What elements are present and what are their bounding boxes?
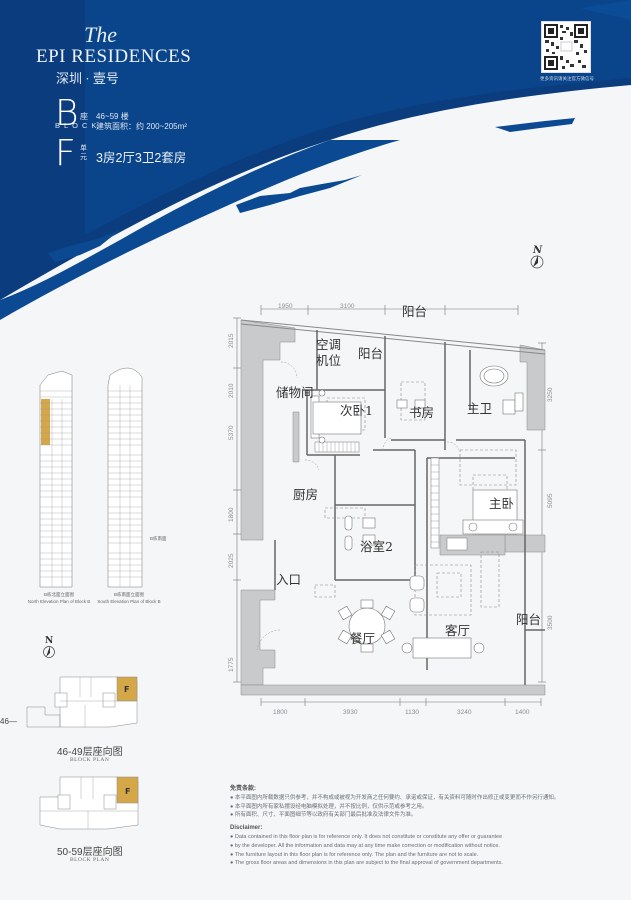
project-subtitle: 深圳 · 壹号 <box>56 71 119 86</box>
block-area: 建筑面积：约 200~205m² <box>96 122 187 131</box>
svg-text:N: N <box>532 245 543 256</box>
room-master-bath: 主卫 <box>467 401 493 416</box>
header-banner <box>0 0 631 320</box>
disclaimer: 免责条款: ● 本平面图内所载数据只供参考，并不构成或被视为开发商之任何要约、承… <box>230 785 610 868</box>
disclaimer-en-item: ● The furniture layout in this floor pla… <box>230 851 479 858</box>
disclaimer-en-head: Disclaimer: <box>230 825 263 832</box>
project-title: EPI RESIDENCES <box>36 46 192 67</box>
svg-text:1400: 1400 <box>515 709 530 716</box>
disclaimer-cn-head: 免责条款: <box>230 786 256 792</box>
svg-text:N: N <box>45 636 53 646</box>
disclaimer-en-item: ● The gross floor areas and dimensions i… <box>230 860 503 867</box>
north-elevation-caption-cn: B栋北面立面图 <box>43 592 74 597</box>
balcony-top-label: 阳台 <box>402 304 428 319</box>
block-plan-title-2: 50-59层座向图 <box>57 847 123 858</box>
block-word: BLOCK <box>55 121 101 130</box>
svg-text:5370: 5370 <box>228 425 235 440</box>
block-plan-subtitle-1: BLOCK PLAN <box>70 757 110 763</box>
disclaimer-cn-item: ● 所有面积、尺寸、平面图细节等以政府有关部门最后批准及法律文件为准。 <box>230 812 417 819</box>
unit-letter: F <box>55 133 76 174</box>
room-master-bedroom: 主卧 <box>489 496 515 511</box>
svg-text:2015: 2015 <box>228 333 235 348</box>
south-elevation-caption-cn: B栋南面立面图 <box>113 592 144 597</box>
svg-text:5095: 5095 <box>547 493 554 508</box>
disclaimer-cn-item: ● 本平面图内所载数据只供参考，并不构成或被视为开发商之任何要约、承诺或保证，有… <box>230 794 560 801</box>
svg-text:2025: 2025 <box>228 553 235 568</box>
floor-marker: 46— <box>0 717 17 726</box>
block-plan-subtitle-2: BLOCK PLAN <box>70 857 110 863</box>
svg-text:F: F <box>124 685 129 694</box>
disclaimer-cn-item: ● 本平面图内所有家私摆设经电脑模拟处理，并不按比例，仅供示范或参考之用。 <box>230 803 428 810</box>
svg-text:3240: 3240 <box>457 709 472 716</box>
disclaimer-en-item: ● Data contained in this floor plan is f… <box>230 833 503 840</box>
block-char: 座 <box>80 112 88 121</box>
unit-type: 3房2厅3卫2套房 <box>96 151 187 165</box>
room-dining: 餐厅 <box>350 631 376 646</box>
building-elevations <box>39 367 143 588</box>
qr-caption: 更多资讯请关注官方微信号 <box>540 76 594 81</box>
floor-plan: 1950 3100 1800 3930 1130 3240 1400 2015 … <box>228 303 554 716</box>
room-study: 书房 <box>409 405 435 420</box>
block-plan-title-1: 46-49层座向图 <box>57 747 123 758</box>
room-bathroom-2: 浴室2 <box>360 539 393 554</box>
room-bedroom-2: 次卧1 <box>340 403 373 418</box>
svg-text:3500: 3500 <box>547 615 554 630</box>
block-plan-50-59: F <box>39 776 139 830</box>
svg-text:3250: 3250 <box>547 387 554 402</box>
dim-top-1: 1950 <box>278 303 293 310</box>
svg-text:3930: 3930 <box>343 709 358 716</box>
svg-text:1130: 1130 <box>405 709 419 716</box>
south-elevation-caption-en: South Elevation Plan of Block B <box>97 599 161 604</box>
block-floors: 46~59 楼 <box>96 112 129 121</box>
dim-top-2: 3100 <box>340 303 355 310</box>
room-storage: 储物间 <box>276 385 314 400</box>
unit-char-2: 元 <box>80 154 87 161</box>
title-the: The <box>84 22 117 47</box>
room-balcony-north: 阳台 <box>358 346 384 361</box>
elevation-marker: B栋南面 <box>150 536 167 541</box>
unit-char-1: 单 <box>80 145 87 152</box>
svg-text:1775: 1775 <box>228 657 235 672</box>
block-plan-compass-icon: N <box>42 634 56 665</box>
svg-text:1800: 1800 <box>228 507 235 522</box>
qr-code-icon <box>544 24 588 70</box>
svg-text:1800: 1800 <box>273 709 288 716</box>
north-compass-icon: N <box>528 244 546 275</box>
disclaimer-en-item: ● by the developer. All the information … <box>230 842 500 849</box>
block-plan-46-49: F <box>26 676 138 728</box>
north-elevation-caption-en: North Elevation Plan of Block B <box>27 599 91 604</box>
qr-code[interactable] <box>541 21 591 73</box>
room-living: 客厅 <box>445 623 471 638</box>
room-ac-2: 机位 <box>316 353 342 368</box>
room-entrance: 入口 <box>276 572 302 587</box>
svg-text:2010: 2010 <box>228 383 235 398</box>
block-letter: B <box>55 93 79 134</box>
room-kitchen: 厨房 <box>293 487 319 502</box>
room-balcony-east: 阳台 <box>516 612 542 627</box>
svg-text:F: F <box>125 787 130 796</box>
room-ac-1: 空调 <box>316 337 342 352</box>
